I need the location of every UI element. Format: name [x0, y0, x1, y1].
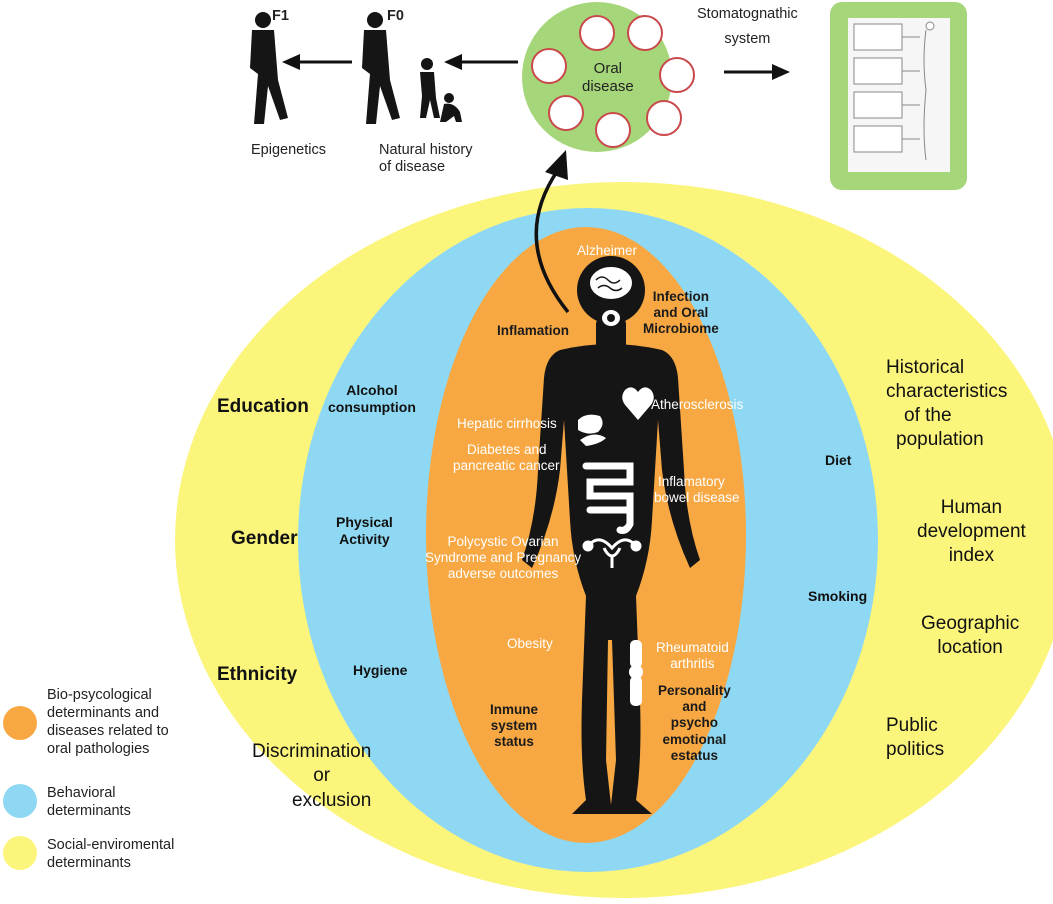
bio-alzheimer: Alzheimer — [577, 243, 638, 258]
oral-images — [531, 15, 695, 148]
legend-bio-swatch — [3, 706, 37, 740]
baby-silhouette — [440, 93, 462, 122]
bio-obesity: Obesity — [507, 636, 553, 651]
arrow-to-oral-disease — [534, 169, 570, 314]
bio-hepatic: Hepatic cirrhosis — [457, 416, 557, 431]
child-silhouette — [420, 58, 440, 118]
heart-icon — [622, 387, 654, 420]
epigenetics-label: Epigenetics — [251, 142, 326, 158]
adult-f1-silhouette — [250, 12, 288, 124]
pancreas-icon — [580, 434, 606, 446]
social-gender: Gender — [231, 528, 298, 549]
behavioral-hygiene: Hygiene — [353, 662, 408, 678]
legend-behavioral-swatch — [3, 784, 37, 818]
gen-f1-label: F1 — [272, 8, 289, 24]
social-education: Education — [217, 396, 309, 417]
adult-f0-silhouette — [362, 12, 400, 124]
social-public: Public politics — [886, 715, 945, 760]
bio-atherosclerosis: Atherosclerosis — [651, 397, 744, 412]
intestine-icon — [582, 462, 634, 534]
social-discrimination: Discrimination or exclusion — [252, 741, 372, 811]
knee-joint-icon — [629, 640, 643, 706]
social-hdi: Human development index — [917, 497, 1026, 566]
liver-icon — [578, 414, 603, 434]
behavioral-smoking: Smoking — [808, 588, 868, 604]
uterus-icon — [582, 538, 642, 568]
gen-f0-label: F0 — [387, 8, 404, 24]
social-ethnicity: Ethnicity — [217, 664, 298, 685]
bio-inflamation: Inflamation — [497, 323, 570, 338]
brain-icon — [590, 267, 632, 299]
occlusion-figures — [853, 21, 935, 161]
legend-social-swatch — [3, 836, 37, 870]
mouth-icon — [602, 310, 620, 326]
social-historical: Historical characteristics of the popula… — [886, 357, 1008, 450]
behavioral-diet: Diet — [825, 452, 852, 468]
social-geographic: Geographic location — [921, 613, 1020, 658]
arrow-head-up — [545, 150, 568, 180]
